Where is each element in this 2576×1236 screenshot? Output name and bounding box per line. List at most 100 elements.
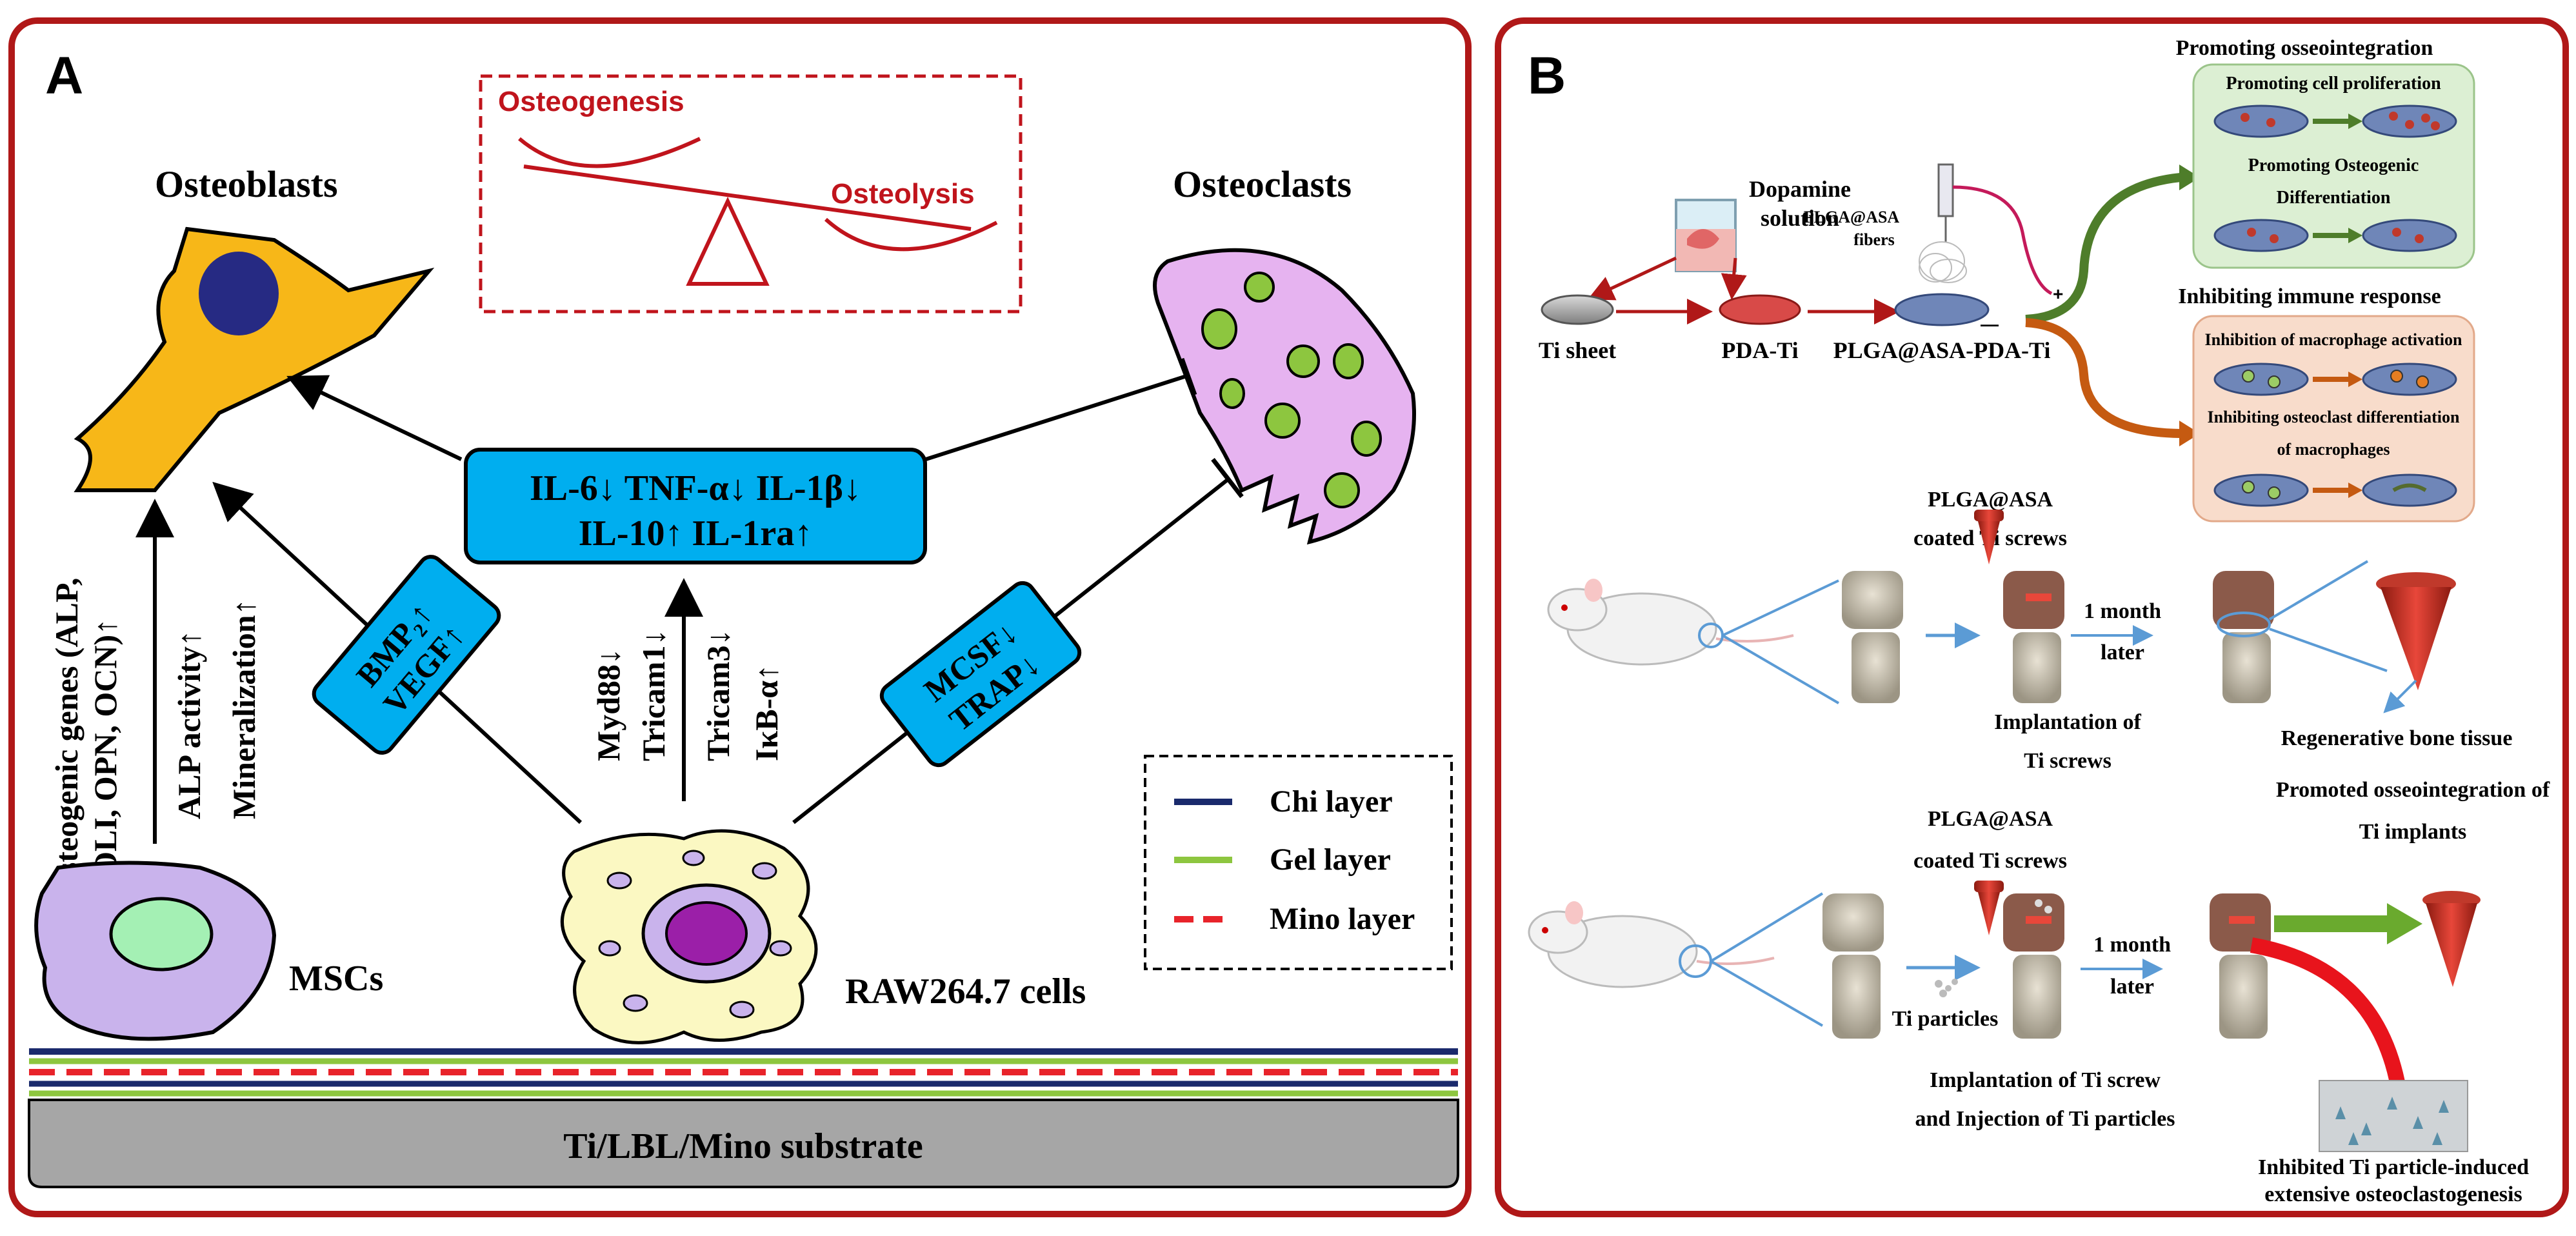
particles-icon [1935, 979, 1958, 997]
row1-impl-line1: Implantation of [1994, 710, 2141, 734]
balance-diagram: Osteogenesis Osteolysis [479, 74, 1023, 314]
big-screw-icon-2 [2422, 891, 2481, 987]
msc-nucleus [109, 897, 214, 972]
plga-pda-ti-label: PLGA@ASA-PDA-Ti [1833, 337, 2051, 363]
zoom-line-3a [1710, 892, 1824, 962]
osteogenic-genes-line1: Osteogenic genes (ALP, [48, 578, 85, 901]
zoom-line-1b [1721, 634, 1840, 704]
arrow-screw-to-regen [2383, 679, 2417, 713]
osseo-dishes-row1 [2213, 105, 2457, 138]
panel-b-label: B [1528, 46, 1566, 105]
osteoclast-surface-icon [2319, 1080, 2468, 1152]
legend-chi-label: Chi layer [1270, 784, 1393, 819]
cytokine-line1: IL-6↓ TNF-α↓ IL-1β↓ [530, 468, 861, 508]
osteoblast-cell [74, 226, 435, 492]
pda-ti-icon [1719, 294, 1801, 325]
inhibit-cytokines-to-osteoclasts [925, 374, 1189, 461]
knee-icon-1 [1842, 571, 1903, 703]
implanted-knee-icon-2 [2003, 893, 2064, 1039]
balance-box [479, 74, 1023, 314]
row1-coated-line1: PLGA@ASA [1928, 488, 2053, 512]
knee-icon-2 [1822, 893, 1884, 1039]
row2-inhibited-line1: Inhibited Ti particle-induced [2258, 1155, 2529, 1179]
balance-fulcrum [686, 196, 770, 286]
plus-sign: + [2053, 284, 2063, 304]
immune-oc-line2: of macrophages [2277, 440, 2390, 459]
row2-inhibited-line2: extensive osteoclastogenesis [2264, 1182, 2522, 1206]
osteoclasts-title: Osteoclasts [1173, 163, 1352, 205]
plga-fibers-line1: PLGA@ASA [1804, 208, 1900, 226]
syringe-icon [1937, 163, 2053, 295]
osteogenic-genes-line2: COLI, OPN, OCN)↑ [87, 619, 123, 900]
arrow-orange-head [2179, 421, 2200, 446]
arrow-beaker-down [1721, 257, 1747, 300]
myd88: Myd88↓ [590, 648, 626, 761]
screw-icon-2 [1974, 881, 2004, 935]
row1-promoted-line2: Ti implants [2359, 820, 2467, 844]
dopamine-line2: solution [1761, 205, 1839, 231]
raw-cell-nucleus [665, 901, 748, 966]
ti-sheet-icon [1541, 294, 1614, 325]
panel-b: B Dopamine solution Ti sheet PDA-Ti PLGA… [1495, 17, 2569, 1217]
pda-ti-label: PDA-Ti [1721, 337, 1798, 363]
dopamine-line1: Dopamine [1749, 176, 1851, 202]
arrow-green-branch [2025, 173, 2181, 324]
raw-cell-vesicles [598, 850, 792, 1019]
inhibit-bar-2 [1211, 457, 1244, 499]
balance-pan-right [824, 217, 998, 252]
tricam3: Tricam3↓ [700, 629, 736, 761]
screw-icon-1 [1974, 510, 2004, 564]
zoom-line-1a [1722, 579, 1839, 637]
alp-activity: ALP activity↑ [171, 630, 207, 819]
cytokine-box [464, 448, 927, 564]
implanted-knee-icon-1 [2003, 571, 2064, 703]
osteoblast-nucleus [199, 252, 279, 335]
immune-dishes-row1 [2213, 363, 2457, 396]
immune-dishes-row2 [2213, 473, 2457, 507]
plga-pda-ti-icon [1894, 293, 1990, 326]
row2-coated-line2: coated Ti screws [1913, 849, 2067, 873]
row1-month: 1 month [2084, 599, 2161, 623]
osseo-osteo-line2: Differentiation [2277, 188, 2391, 208]
row2-coated-line1: PLGA@ASA [1928, 807, 2053, 831]
osteoclast-nuclei [1201, 272, 1382, 508]
osteogenesis-label: Osteogenesis [498, 86, 684, 117]
rat-icon-2 [1528, 901, 1775, 988]
balance-pan-left [518, 137, 701, 168]
plga-fibers-line2: fibers [1853, 230, 1895, 249]
panel-a: A Osteogenesis Osteolysis Osteoblasts Os… [8, 17, 1472, 1217]
osteolysis-label: Osteolysis [831, 178, 975, 210]
arrow-beaker-to-ti [1587, 256, 1677, 301]
minus-sign: — [1981, 314, 1999, 334]
zoom-line-2a [2268, 560, 2369, 621]
substrate-label: Ti/LBL/Mino substrate [563, 1126, 923, 1166]
osseo-dishes-row2 [2213, 219, 2457, 252]
later-knee-icon-2 [2210, 893, 2271, 1039]
raw-label: RAW264.7 cells [845, 972, 1086, 1012]
ikb-alpha: IκB-α↑ [748, 664, 784, 761]
big-screw-icon-1 [2376, 572, 2456, 690]
row2-month: 1 month [2093, 933, 2171, 957]
immune-oc-line1: Inhibiting osteoclast differentiation [2208, 408, 2461, 426]
legend-mino-label: Mino layer [1270, 902, 1415, 936]
legend-gel-label: Gel layer [1270, 842, 1391, 877]
cytokine-line2: IL-10↑ IL-1ra↑ [579, 513, 812, 553]
bmp-box: BMP₂↑ VEGF↑ [312, 555, 501, 755]
row2-impl-line2: and Injection of Ti particles [1915, 1107, 2175, 1131]
tricam1: Tricam1↓ [635, 629, 672, 761]
immune-title: Inhibiting immune response [2178, 284, 2441, 308]
arrow-cytokines-to-osteoblasts [286, 375, 463, 461]
row1-later: later [2101, 641, 2144, 664]
balance-beam [523, 164, 972, 231]
later-knee-icon-1 [2213, 571, 2274, 703]
osseo-prolif: Promoting cell proliferation [2226, 74, 2441, 94]
osseo-title: Promoting osseointegration [2176, 36, 2433, 60]
fibers-icon [1919, 241, 1967, 283]
inhibit-bar-1 [1179, 357, 1197, 396]
row1-regen: Regenerative bone tissue [2281, 726, 2513, 750]
osteoblasts-title: Osteoblasts [155, 163, 338, 205]
beaker-icon [1675, 199, 1737, 272]
zoom-line-2b [2269, 628, 2388, 672]
row1-impl-line2: Ti screws [2024, 749, 2112, 773]
